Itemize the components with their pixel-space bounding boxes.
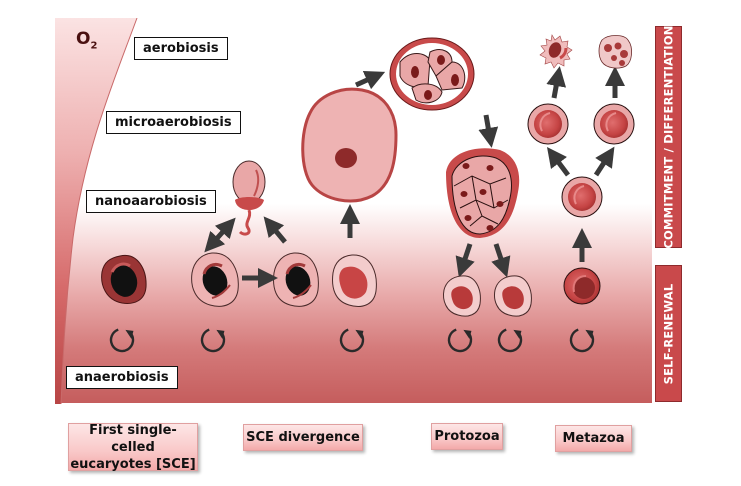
commitment-differentiation-bar: COMMITMENT / DIFFERENTIATION bbox=[655, 25, 682, 249]
circular-arrow-icon bbox=[497, 328, 523, 353]
amoeboid-cell bbox=[301, 87, 398, 203]
arrow-icon bbox=[593, 146, 615, 177]
arrow-icon bbox=[491, 243, 511, 278]
arrow-icon bbox=[547, 147, 570, 177]
self-renewal-bar: SELF-RENEWAL bbox=[655, 265, 682, 402]
arrow-icon bbox=[354, 70, 386, 90]
stage-first-sce-line2: eucaryotes [SCE] bbox=[70, 456, 196, 472]
metazoa-progenitor-cell bbox=[561, 176, 603, 218]
sce-divergence-cell-right bbox=[273, 252, 319, 307]
circular-arrow-icon bbox=[109, 328, 135, 353]
circular-arrow-icon bbox=[339, 328, 365, 353]
cell-colony-cyst bbox=[389, 37, 475, 111]
arrow-icon bbox=[204, 217, 236, 253]
stage-protozoa: Protozoa bbox=[431, 423, 503, 450]
flagellate-cell bbox=[232, 160, 266, 236]
protozoa-cell-right bbox=[494, 275, 532, 317]
stage-metazoa: Metazoa bbox=[555, 425, 632, 452]
sce-small-cell bbox=[332, 254, 377, 307]
circular-arrow-icon bbox=[447, 328, 473, 353]
sce-divergence-cell-left bbox=[191, 252, 239, 307]
metazoa-differentiated-cell-left bbox=[539, 34, 573, 69]
oxygen-wedge bbox=[55, 18, 138, 404]
arrow-icon bbox=[478, 114, 499, 148]
metazoa-committed-cell-right bbox=[593, 103, 635, 145]
aerobiosis-label: aerobiosis bbox=[134, 37, 228, 60]
protozoa-cell-left bbox=[443, 275, 481, 317]
arrow-icon bbox=[455, 243, 475, 278]
multicellular-body bbox=[446, 148, 520, 238]
stage-first-sce-line1: First single-celled bbox=[89, 422, 177, 455]
metazoa-stem-cell bbox=[563, 267, 601, 305]
anaerobiosis-label: anaerobiosis bbox=[66, 366, 178, 389]
microaerobiosis-label: microaerobiosis bbox=[106, 111, 241, 134]
nanoaarobiosis-label: nanoaarobiosis bbox=[86, 190, 216, 213]
arrow-icon bbox=[263, 216, 287, 244]
sce-ancestral-cell bbox=[101, 254, 147, 304]
stage-sce-divergence: SCE divergence bbox=[243, 424, 363, 451]
oxygen-label: O2 bbox=[76, 29, 98, 52]
metazoa-differentiated-cell-right bbox=[598, 35, 632, 69]
metazoa-committed-cell-left bbox=[527, 103, 569, 145]
arrow-icon bbox=[546, 66, 567, 99]
circular-arrow-icon bbox=[200, 328, 226, 353]
circular-arrow-icon bbox=[569, 328, 595, 353]
